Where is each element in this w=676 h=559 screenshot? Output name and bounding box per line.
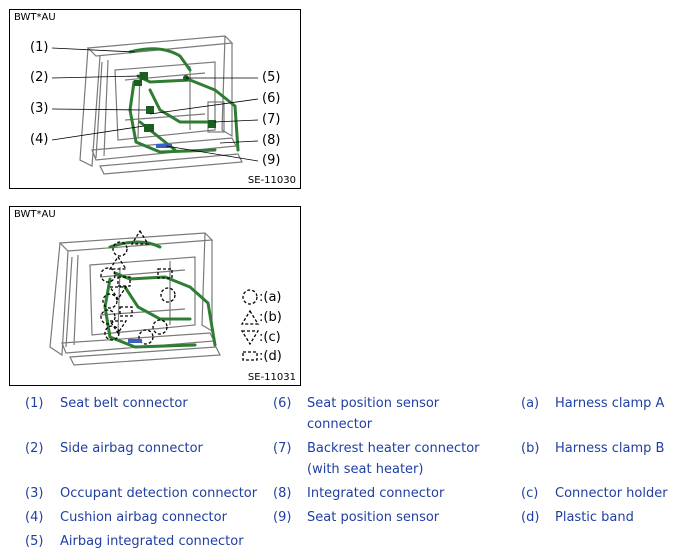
seat-frame-illustration	[51, 35, 259, 175]
callout-2: (2)	[30, 70, 49, 85]
legend-number: (1)	[25, 396, 44, 411]
figure-title: BWT*AU	[14, 209, 56, 220]
legend-letter: (b)	[521, 441, 540, 456]
legend-number: (9)	[273, 510, 292, 525]
symbol-label-d: :(d)	[259, 349, 282, 364]
legend-number: (3)	[25, 486, 44, 501]
legend-number: (6)	[273, 396, 292, 411]
legend-letter: (d)	[521, 510, 540, 525]
figure-harness-clamps: BWT*AU	[9, 206, 301, 386]
figure-code: SE-11031	[247, 372, 296, 383]
legend-table: (1) Seat belt connector (2) Side airbag …	[0, 393, 676, 559]
symbol-label-b: :(b)	[259, 310, 282, 325]
legend-number: (5)	[25, 534, 44, 549]
seat-frame-clamp-illustration	[49, 229, 260, 366]
callout-9: (9)	[262, 153, 281, 168]
symbol-label-a: :(a)	[259, 290, 282, 305]
figure-code: SE-11030	[247, 175, 296, 186]
legend-number: (7)	[273, 441, 292, 456]
legend-label: Connector holder	[555, 486, 668, 501]
callout-7: (7)	[262, 112, 281, 127]
callout-3: (3)	[30, 101, 49, 116]
legend-number: (2)	[25, 441, 44, 456]
callout-4: (4)	[30, 132, 49, 147]
callout-8: (8)	[262, 133, 281, 148]
legend-label: Cushion airbag connector	[60, 510, 227, 525]
legend-label: Integrated connector	[307, 486, 445, 501]
legend-label: Occupant detection connector	[60, 486, 258, 501]
callout-1: (1)	[30, 40, 49, 55]
legend-label: Plastic band	[555, 510, 634, 525]
legend-number: (4)	[25, 510, 44, 525]
legend-label: Seat position sensor connector	[307, 396, 440, 432]
figure-title: BWT*AU	[14, 12, 56, 23]
legend-label: Backrest heater connector (with seat hea…	[307, 441, 480, 477]
legend-label: Harness clamp B	[555, 441, 665, 456]
callout-5: (5)	[262, 70, 281, 85]
legend-label: Side airbag connector	[60, 441, 203, 456]
legend-label: Seat belt connector	[60, 396, 188, 411]
callout-6: (6)	[262, 91, 281, 106]
legend-number: (8)	[273, 486, 292, 501]
legend-letter: (a)	[521, 396, 540, 411]
legend-label: Seat position sensor	[307, 510, 440, 525]
legend-letter: (c)	[521, 486, 539, 501]
figure-seat-harness-connectors: BWT*AU	[9, 9, 301, 189]
legend-label: Airbag integrated connector	[60, 534, 244, 549]
symbol-label-c: :(c)	[259, 330, 281, 345]
legend-label: Harness clamp A	[555, 396, 665, 411]
